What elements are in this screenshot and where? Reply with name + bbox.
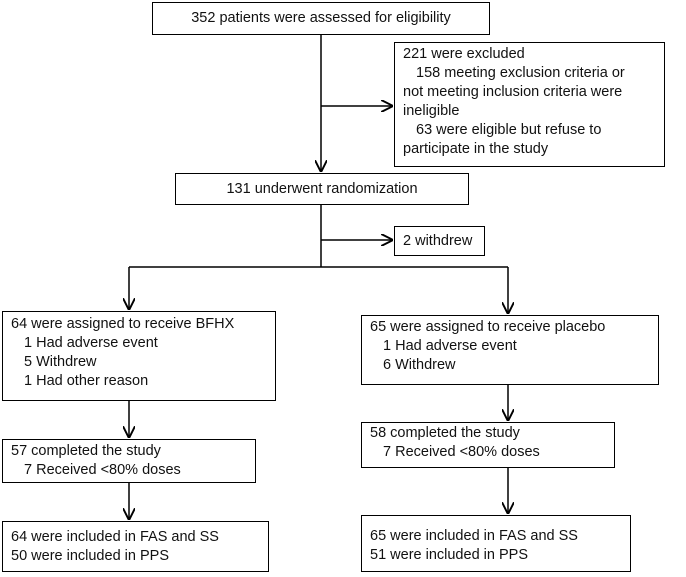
bfhx-completed-text: 57 completed the study [11,443,161,459]
placebo-low-dose-text: 7 Received <80% doses [383,444,540,460]
withdrew-text: 2 withdrew [403,233,473,249]
withdrew-box: 2 withdrew [394,226,485,256]
placebo-pps-text: 51 were included in PPS [370,547,528,563]
bfhx-adverse-text: 1 Had adverse event [24,335,158,351]
placebo-withdrew-text: 6 Withdrew [383,357,456,373]
bfhx-withdrew-text: 5 Withdrew [24,354,97,370]
excluded-reason-1-line-3: ineligible [403,103,460,119]
bfhx-assigned-box: 64 were assigned to receive BFHX 1 Had a… [2,311,276,401]
excluded-reason-2-line-1: 63 were eligible but refuse to [416,122,602,138]
placebo-completed-text: 58 completed the study [370,425,520,441]
bfhx-pps-text: 50 were included in PPS [11,548,169,564]
excluded-title: 221 were excluded [403,46,525,62]
excluded-box: 221 were excluded 158 meeting exclusion … [394,42,665,167]
placebo-completed-box: 58 completed the study 7 Received <80% d… [361,422,615,468]
randomized-text: 131 underwent randomization [226,181,418,197]
randomized-box: 131 underwent randomization [175,173,469,205]
placebo-adverse-text: 1 Had adverse event [383,338,517,354]
placebo-assigned-text: 65 were assigned to receive placebo [370,319,606,335]
excluded-reason-1-line-1: 158 meeting exclusion criteria or [416,65,625,81]
assessed-text: 352 patients were assessed for eligibili… [191,10,451,26]
placebo-analysis-box: 65 were included in FAS and SS 51 were i… [361,515,631,572]
bfhx-analysis-box: 64 were included in FAS and SS 50 were i… [2,521,269,572]
placebo-assigned-box: 65 were assigned to receive placebo 1 Ha… [361,315,659,385]
placebo-fas-ss-text: 65 were included in FAS and SS [370,528,578,544]
bfhx-assigned-text: 64 were assigned to receive BFHX [11,316,235,332]
bfhx-low-dose-text: 7 Received <80% doses [24,462,181,478]
excluded-reason-1-line-2: not meeting inclusion criteria were [403,84,623,100]
assessed-box: 352 patients were assessed for eligibili… [152,2,490,35]
excluded-reason-2-line-2: participate in the study [403,141,549,157]
bfhx-other-text: 1 Had other reason [24,373,149,389]
bfhx-fas-ss-text: 64 were included in FAS and SS [11,529,219,545]
bfhx-completed-box: 57 completed the study 7 Received <80% d… [2,439,256,483]
